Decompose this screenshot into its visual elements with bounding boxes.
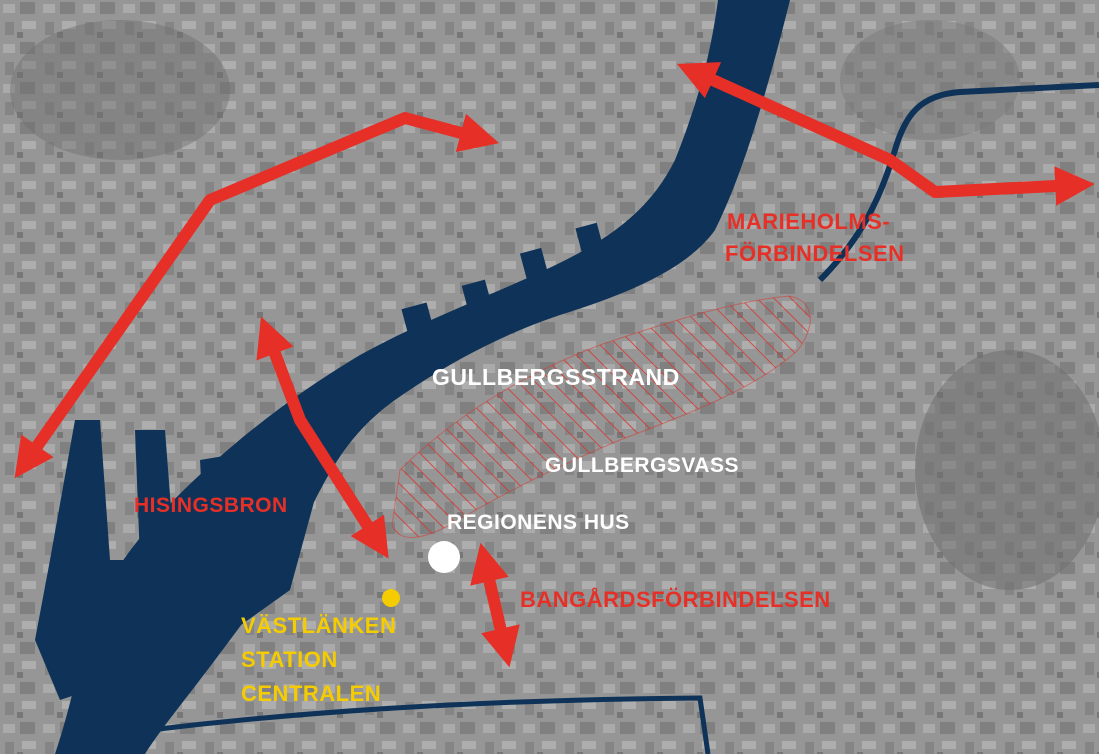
regionens-hus-marker <box>428 541 460 573</box>
label-gullbergsstrand: GULLBERGSSTRAND <box>432 364 680 390</box>
label-gullbergsvass: GULLBERGSVASS <box>545 454 739 477</box>
harbour-basins <box>35 420 320 700</box>
label-hisingsbron: HISINGSBRON <box>134 494 288 517</box>
label-regionens-hus: REGIONENS HUS <box>447 511 630 534</box>
arrow-bangardsforbindelsen <box>470 542 520 668</box>
label-vastlanken-line2: STATION <box>241 647 338 672</box>
vastlanken-station-marker <box>382 589 400 607</box>
label-bangardsforbindelsen: BANGÅRDSFÖRBINDELSEN <box>520 587 831 612</box>
label-marieholms-line1: MARIEHOLMS- <box>727 209 891 234</box>
arrow-marieholmsforbindelsen <box>676 62 1095 206</box>
label-vastlanken-line1: VÄSTLÄNKEN <box>241 613 397 638</box>
label-marieholms-line2: FÖRBINDELSEN <box>725 241 905 266</box>
label-vastlanken-line3: CENTRALEN <box>241 681 382 706</box>
arrow-northwest-route <box>14 112 500 479</box>
arrow-hisingsbron <box>256 316 389 559</box>
canal-south <box>149 695 711 754</box>
